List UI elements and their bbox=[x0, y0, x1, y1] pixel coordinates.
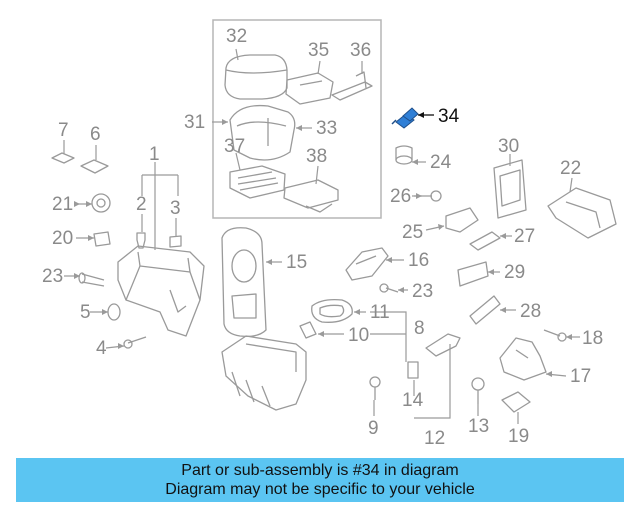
callout-15: 15 bbox=[286, 252, 307, 273]
callout-21: 21 bbox=[52, 194, 73, 215]
part-23b-screw bbox=[379, 283, 399, 293]
callout-24: 24 bbox=[430, 152, 452, 173]
callout-29: 29 bbox=[504, 262, 525, 283]
part-17-latch bbox=[499, 337, 547, 381]
part-38-panel bbox=[283, 179, 339, 213]
part-7-pad bbox=[51, 152, 75, 164]
part-14-clip bbox=[407, 361, 419, 379]
leader-lines bbox=[63, 48, 580, 424]
callout-1: 1 bbox=[149, 144, 160, 165]
part-21-knob bbox=[91, 193, 111, 213]
callout-labels: 32 35 36 31 33 37 38 34 7 6 1 2 3 21 20 … bbox=[42, 26, 603, 449]
banner-line-1: Part or sub-assembly is #34 in diagram bbox=[181, 462, 459, 479]
part-11-ring bbox=[311, 298, 353, 323]
part-20-clip bbox=[93, 231, 111, 247]
part-28-plate bbox=[469, 295, 501, 325]
part-29-plate bbox=[457, 261, 489, 287]
part-15-cover bbox=[221, 227, 267, 338]
callout-2: 2 bbox=[136, 194, 147, 215]
callout-22: 22 bbox=[560, 158, 581, 179]
callout-6: 6 bbox=[90, 124, 101, 145]
part-2-clip bbox=[136, 232, 146, 249]
sub-assembly-box bbox=[212, 19, 382, 219]
callout-18: 18 bbox=[582, 328, 603, 349]
part-24-cap bbox=[395, 145, 413, 165]
callout-19: 19 bbox=[508, 426, 529, 447]
part-13-screw bbox=[471, 377, 485, 404]
part-18-screw bbox=[543, 329, 567, 342]
part-3-clip bbox=[169, 235, 182, 248]
part-9-screw bbox=[369, 376, 381, 400]
part-22-tray bbox=[547, 187, 617, 239]
part-30-panel bbox=[493, 159, 527, 219]
callout-32: 32 bbox=[226, 26, 247, 47]
callout-31: 31 bbox=[184, 112, 205, 133]
callout-28: 28 bbox=[520, 301, 541, 322]
part-33-lid-inner bbox=[229, 104, 296, 161]
callout-30: 30 bbox=[498, 136, 519, 157]
callout-14: 14 bbox=[402, 390, 424, 411]
info-banner: Part or sub-assembly is #34 in diagram D… bbox=[16, 458, 624, 502]
callout-33: 33 bbox=[316, 118, 337, 139]
callout-36: 36 bbox=[350, 40, 371, 61]
part-36-hinge bbox=[331, 71, 373, 101]
banner-line-2: Diagram may not be specific to your vehi… bbox=[165, 481, 475, 498]
part-19-plate bbox=[501, 391, 531, 413]
part-10-pad bbox=[299, 321, 317, 339]
callout-3: 3 bbox=[170, 198, 181, 219]
callout-38: 38 bbox=[306, 146, 327, 167]
callout-27: 27 bbox=[514, 226, 535, 247]
callout-35: 35 bbox=[308, 40, 329, 61]
callout-26: 26 bbox=[390, 186, 411, 207]
callout-7: 7 bbox=[58, 120, 69, 141]
part-37-tray bbox=[229, 165, 286, 199]
part-6-pad bbox=[80, 159, 109, 174]
part-16-handle bbox=[345, 247, 389, 281]
part-12-bracket bbox=[425, 333, 461, 357]
leader-arrows bbox=[74, 119, 572, 377]
callout-9: 9 bbox=[368, 418, 379, 439]
callout-16: 16 bbox=[408, 250, 429, 271]
callout-13: 13 bbox=[468, 416, 489, 437]
part-5-washer bbox=[107, 303, 121, 321]
callout-23-right: 23 bbox=[412, 281, 433, 302]
callout-34: 34 bbox=[438, 106, 460, 127]
callout-20: 20 bbox=[52, 228, 73, 249]
callout-10: 10 bbox=[348, 325, 369, 346]
part-35-bracket bbox=[285, 72, 334, 105]
callout-5: 5 bbox=[80, 302, 91, 323]
callout-8: 8 bbox=[414, 318, 425, 339]
part-25-switch bbox=[445, 207, 479, 233]
part-32-lid bbox=[224, 54, 288, 100]
callout-37: 37 bbox=[224, 136, 245, 157]
callout-12: 12 bbox=[424, 428, 445, 449]
parts-diagram: 32 35 36 31 33 37 38 34 7 6 1 2 3 21 20 … bbox=[42, 19, 617, 449]
part-34-bolt bbox=[391, 107, 419, 129]
part-23-screw bbox=[78, 272, 105, 287]
part-27-clip bbox=[469, 231, 501, 251]
callout-4: 4 bbox=[96, 338, 107, 359]
part-4-screw bbox=[123, 336, 147, 349]
callout-23-left: 23 bbox=[42, 266, 63, 287]
part-1-console-body bbox=[117, 245, 205, 337]
callout-17: 17 bbox=[570, 366, 591, 387]
callout-25: 25 bbox=[402, 222, 423, 243]
part-8-lower-console bbox=[221, 335, 307, 411]
callout-11: 11 bbox=[370, 302, 390, 323]
